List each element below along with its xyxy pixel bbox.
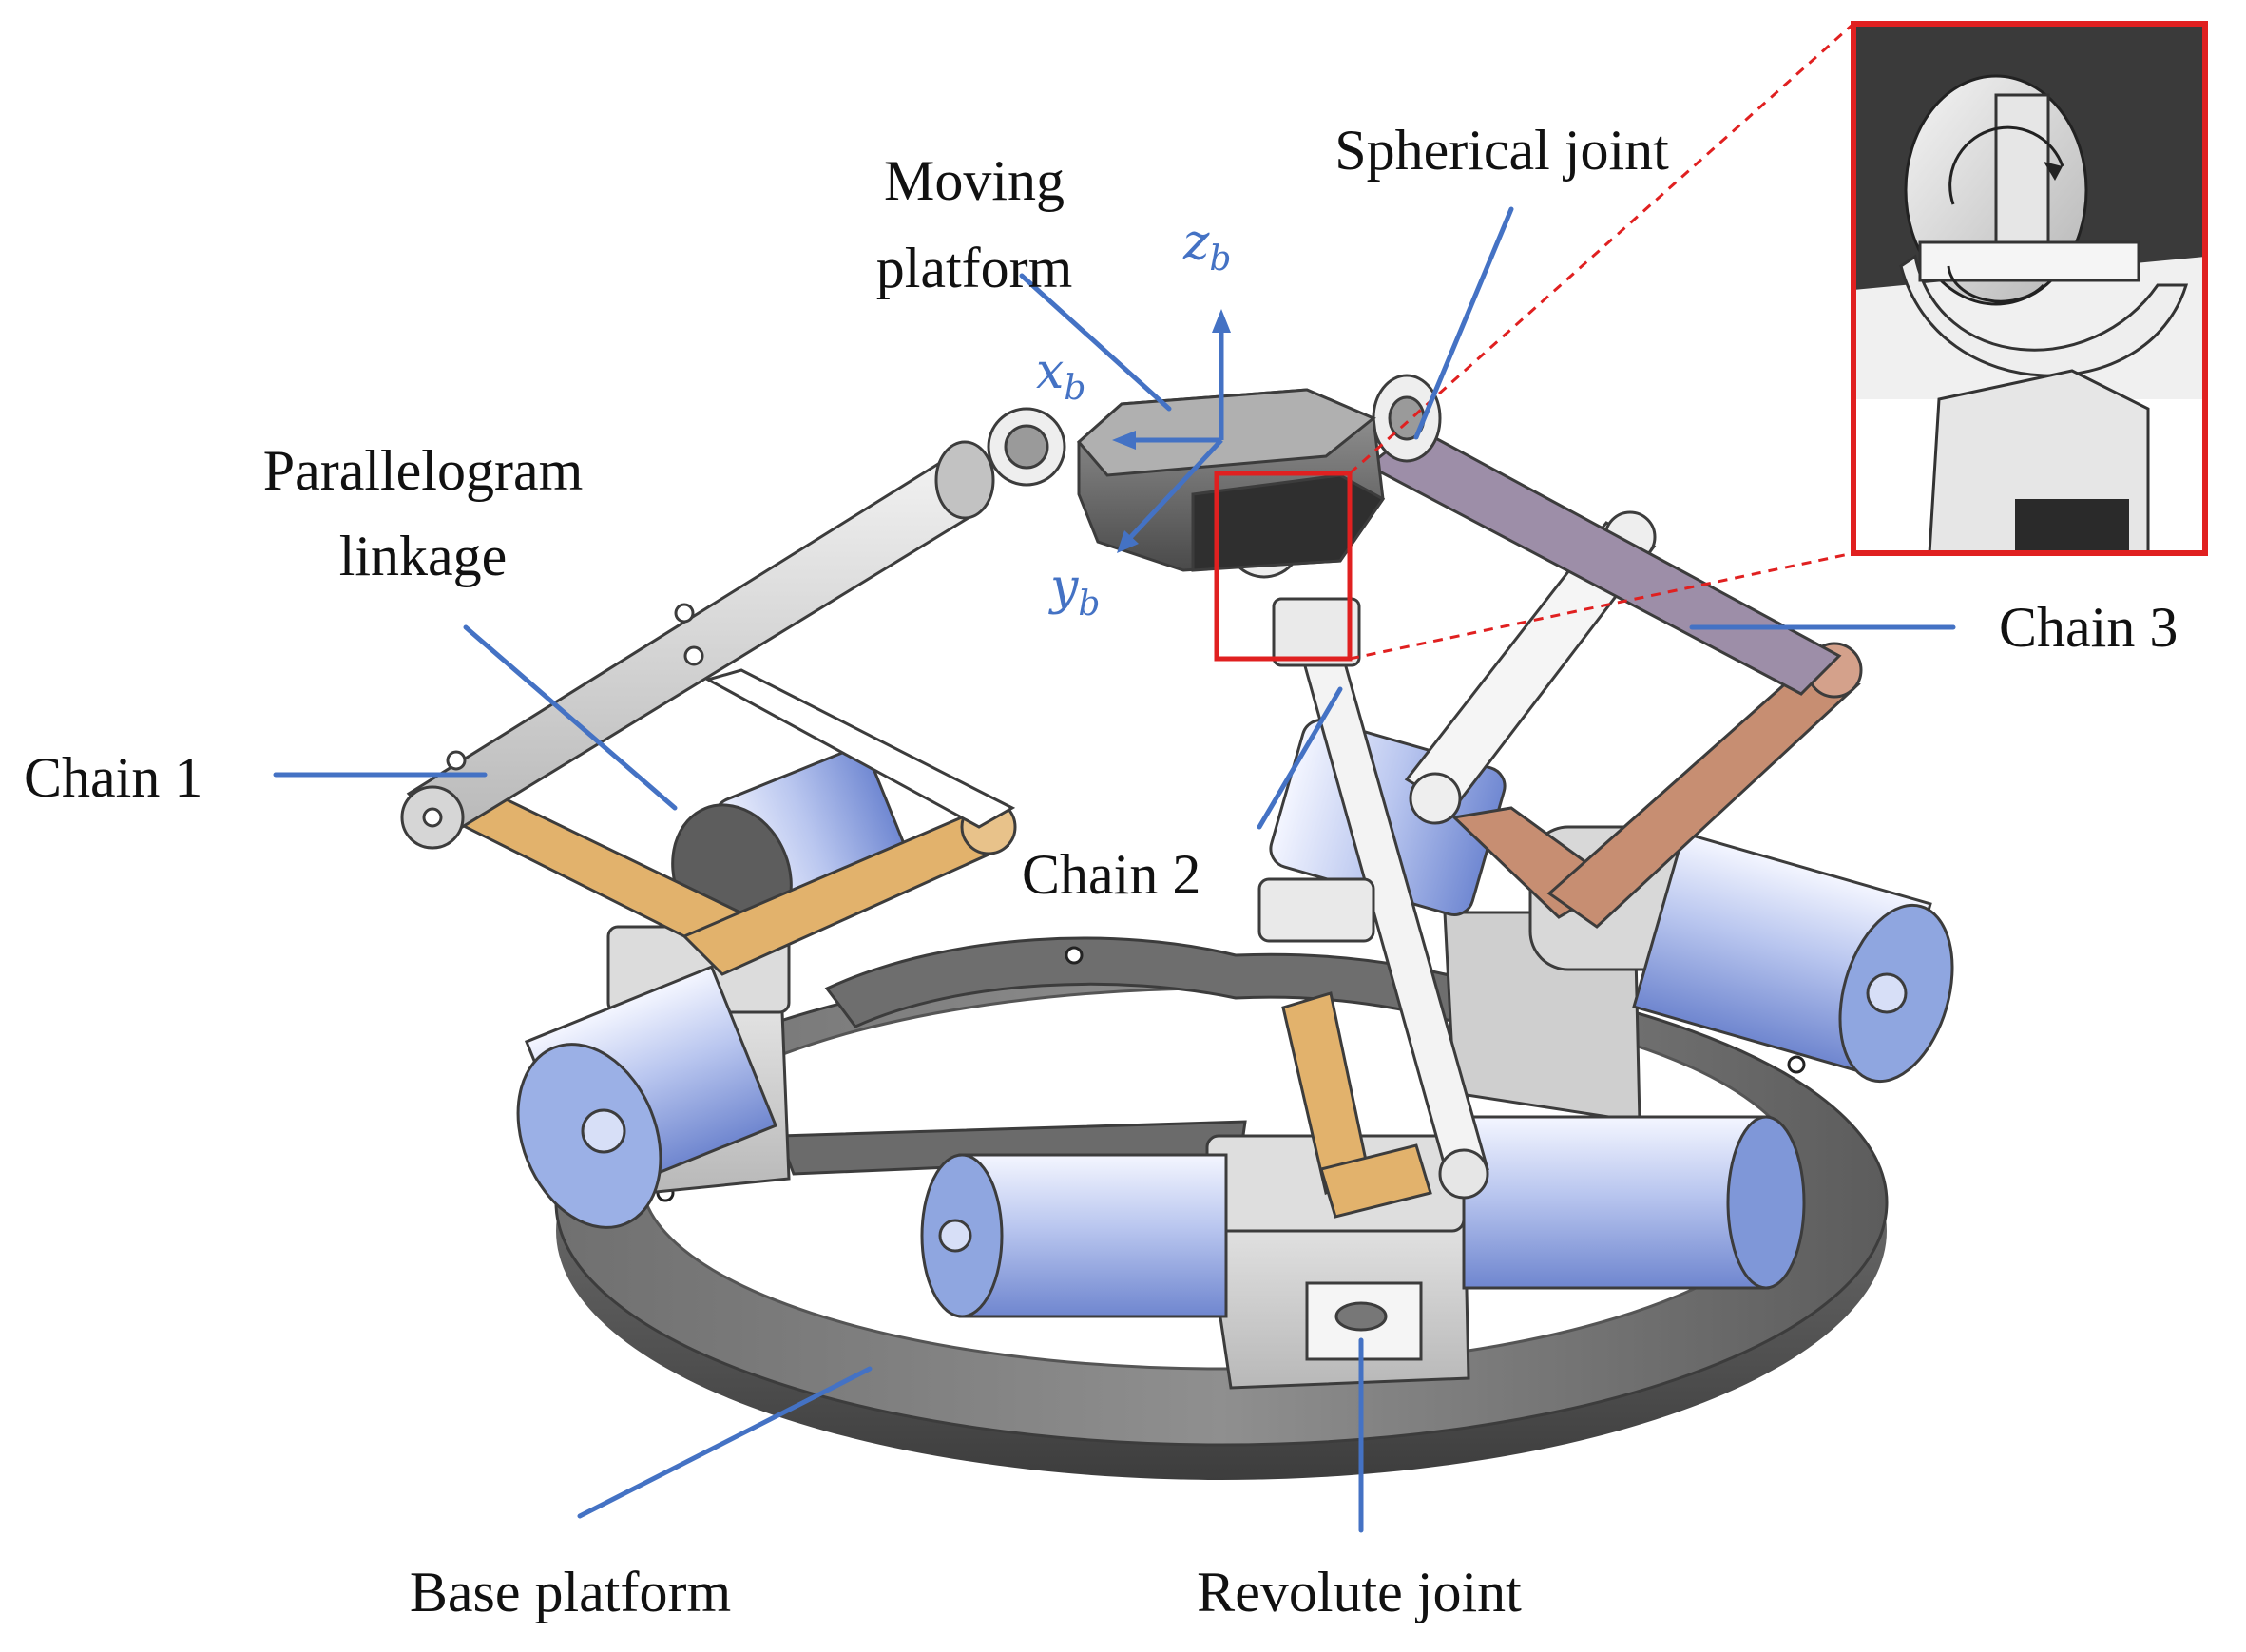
motor-chain-2-right xyxy=(1462,1115,1806,1290)
spherical-joint-inset xyxy=(1853,24,2205,555)
motor-chain-2-left xyxy=(920,1153,1228,1318)
chain-1-assembly xyxy=(400,407,1066,1229)
inset-frame xyxy=(1851,21,2208,556)
axis-label-x: xb xyxy=(1036,343,1085,408)
chain-2-assembly xyxy=(920,495,1806,1390)
motor-chain-3 xyxy=(1632,831,1954,1084)
label-revolute-joint: Revolute joint xyxy=(1197,1561,1522,1623)
body-frame-axes: zb xb yb xyxy=(1036,214,1231,624)
label-chain-2: Chain 2 xyxy=(1022,843,1200,906)
label-base-platform: Base platform xyxy=(410,1561,731,1623)
leader-chain-2 xyxy=(1257,686,1343,830)
label-spherical-joint: Spherical joint xyxy=(1334,119,1669,182)
leader-spherical-joint xyxy=(1413,206,1514,440)
moving-platform xyxy=(1076,388,1386,572)
joint-detail-callout xyxy=(1214,21,2208,662)
leader-moving-platform xyxy=(1019,273,1172,412)
leader-parallelogram xyxy=(463,624,678,811)
upper-link-chain-3 xyxy=(1366,426,1842,696)
label-parallelogram-1: Parallelogram xyxy=(263,439,584,502)
label-moving-platform-1: Moving xyxy=(884,149,1065,212)
spherical-joint-right xyxy=(1372,374,1442,463)
label-moving-platform-2: platform xyxy=(876,237,1073,299)
axis-label-y: yb xyxy=(1048,559,1100,624)
highlight-box xyxy=(1214,471,1353,662)
label-parallelogram-2: linkage xyxy=(339,525,508,587)
label-chain-1: Chain 1 xyxy=(24,746,202,809)
label-chain-3: Chain 3 xyxy=(1999,596,2178,659)
upper-link-chain-1 xyxy=(400,453,987,850)
spherical-joint-left xyxy=(934,407,1066,520)
leader-base-platform xyxy=(577,1366,873,1519)
axis-label-z: zb xyxy=(1182,214,1231,279)
y-axis-arrow xyxy=(1124,438,1223,544)
motor-chain-1 xyxy=(516,965,778,1229)
